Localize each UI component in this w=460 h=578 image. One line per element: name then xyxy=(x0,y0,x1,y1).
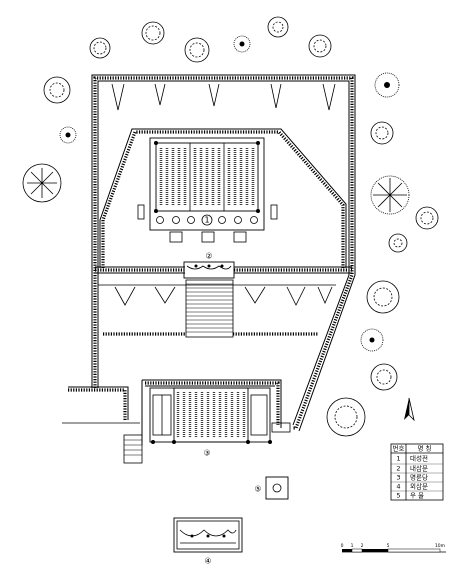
tree-icon xyxy=(141,21,165,45)
legend-row-name: 내삼문 xyxy=(410,464,428,473)
tree-icon xyxy=(233,35,251,53)
scale-tick-label: 2 xyxy=(361,543,364,549)
lower-terrace xyxy=(98,284,336,336)
well xyxy=(265,476,289,500)
tree-icon xyxy=(267,16,289,38)
scale-tick-label: 5 xyxy=(387,543,390,549)
legend-header-name: 명 칭 xyxy=(417,444,431,453)
tree-icon xyxy=(308,34,332,58)
tree-icon xyxy=(374,72,400,98)
scale-bar: 0 1 2 5 10m xyxy=(341,543,446,553)
tree-icon xyxy=(388,233,408,253)
tree-icon xyxy=(415,206,439,230)
legend-row-name: 명륜당 xyxy=(410,473,428,482)
tree-icon xyxy=(366,280,400,314)
label-naesammun: ② xyxy=(205,252,212,261)
myeongryundang-building xyxy=(149,387,291,444)
svg-text:1: 1 xyxy=(204,216,209,225)
tree-icon xyxy=(370,175,410,215)
north-arrow-icon xyxy=(404,397,415,422)
label-well: ⑤ xyxy=(254,485,261,494)
legend-header-number: 번호 xyxy=(393,444,405,453)
legend-row-name: 우 물 xyxy=(410,492,424,500)
tree-icon xyxy=(360,328,384,352)
tree-icon xyxy=(370,363,398,391)
scale-tick-label: 1 xyxy=(351,543,354,549)
main-stairs xyxy=(185,279,234,338)
legend-row-name: 외삼문 xyxy=(410,482,428,491)
tree-icon xyxy=(184,37,210,63)
legend-row-number: 4 xyxy=(396,483,400,491)
legend-row-number: 2 xyxy=(396,465,400,473)
tree-icon xyxy=(59,126,77,144)
outer-wall xyxy=(91,74,356,432)
legend-table: 번호 명 칭 1 대성전 2 내삼문 3 명륜당 4 외삼문 5 우 물 xyxy=(390,444,444,501)
tree-icon xyxy=(43,76,71,104)
label-myeongryundang: ③ xyxy=(203,449,210,458)
middle-wall xyxy=(95,266,352,274)
tree-icon xyxy=(89,37,111,59)
myeongryundang-compound xyxy=(141,379,282,445)
oesammun-gate xyxy=(173,517,243,553)
legend-row-number: 3 xyxy=(396,474,400,482)
daeseongjeon-building: 1 xyxy=(137,137,278,243)
legend-row-number: 5 xyxy=(396,492,400,500)
legend-row-number: 1 xyxy=(396,455,400,463)
wall-posts xyxy=(111,83,336,111)
tree-icon xyxy=(326,397,366,437)
naesammun-gate xyxy=(183,261,235,279)
tree-icon xyxy=(22,163,62,203)
trees xyxy=(22,16,439,437)
label-oesammun: ④ xyxy=(204,557,211,566)
entrance-wall xyxy=(62,386,143,464)
inner-wall xyxy=(99,128,347,268)
scale-tick-label: 0 xyxy=(341,543,344,549)
tree-icon xyxy=(370,121,394,145)
legend-row-name: 대성전 xyxy=(410,454,428,463)
roof-tiles xyxy=(159,148,255,206)
scale-tick-label: 10m xyxy=(435,543,445,549)
